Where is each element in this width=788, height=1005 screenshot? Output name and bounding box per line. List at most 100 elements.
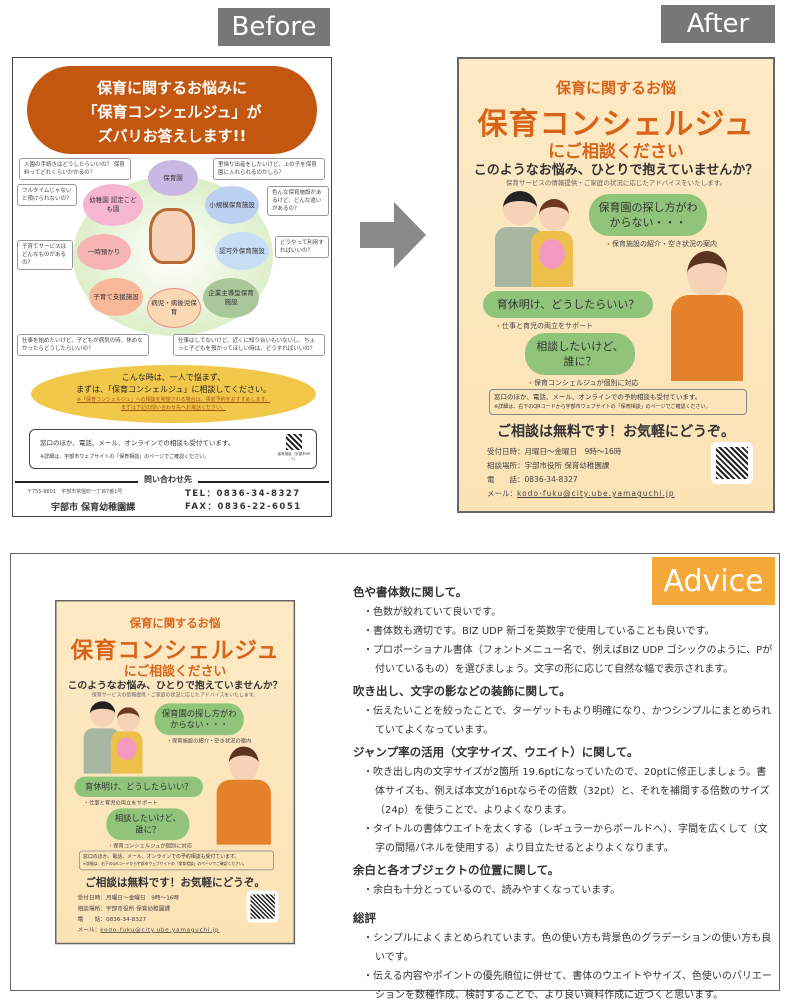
question: どうやって利用すればいいの？ [275, 236, 329, 258]
advice-item-text: プロポーショナル書体（フォントメニュー名で、例えばBIZ UDP ゴシックのよう… [373, 645, 773, 675]
advice-item-text: タイトルの書体ウエイトを太くする（レギュラーからボールドへ）、字間を広くして（文… [373, 824, 768, 854]
info-note: ※詳細は、右下のQRコードから宇部市ウェブサイトの「保育相談」のページでご確認く… [494, 404, 711, 410]
advice-item: ・プロポーショナル書体（フォントメニュー名で、例えばBIZ UDP ゴシックのよ… [363, 645, 773, 675]
ellipse-line: まずは、「保育コンシェルジュ」に相談してください。 [76, 385, 271, 394]
point-2: ・仕事と育児の両立をサポート [83, 800, 158, 807]
advice-item: ・伝えたいことを絞ったことで、ターゲットもより明確になり、かつシンプルにまとめら… [363, 706, 772, 736]
advice-poster-thumbnail: 保育に関するお悩 保育コンシェルジュ にご相談ください このようなお悩み、ひとり… [55, 600, 296, 945]
point-3: ・保育コンシェルジュが個別に対応 [527, 379, 639, 387]
poster-question: このようなお悩み、ひとりで抱えていませんか？ [67, 680, 283, 692]
point-text: 仕事と育児の両立をサポート [502, 322, 593, 330]
advice-item-text: シンプルによくまとめられています。色の使い方も背景色のグラデーションの使い方も良… [373, 933, 772, 963]
advice-item-text: 余白も十分とっているので、読みやすくなっています。 [373, 885, 621, 896]
ellipse-line: こんな時は、一人で悩まず、 [121, 373, 226, 382]
qr-code[interactable] [711, 442, 753, 484]
consult-ellipse: こんな時は、一人で悩まず、 まずは、「保育コンシェルジュ」に相談してください。 … [31, 365, 316, 423]
point-1: ・保育施設の紹介・空き状況の案内 [605, 240, 717, 248]
point-text: 仕事と育児の両立をサポート [88, 800, 158, 807]
after-poster: 保育に関するお悩 保育コンシェルジュ にご相談ください このようなお悩み、ひとり… [457, 57, 775, 513]
after-label: After [661, 5, 775, 43]
advice-item: ・余白も十分とっているので、読みやすくなっています。 [363, 885, 621, 896]
bubble-hoikuen: 保育園 [148, 160, 198, 196]
question: 里帰り出産をしたいけど、上の子を保育園に入れられるのかしら？ [213, 158, 325, 180]
advice-item: ・吹き出し内の文字サイズが2箇所 19.6ptになっていたので、20ptに修正し… [363, 767, 770, 816]
info-note: ※詳細は、宇部市ウェブサイトの「保育相談」のページでご確認ください。 [40, 454, 210, 460]
mother-illustration [539, 199, 569, 231]
headline-line: 保育に関するお悩みに [96, 79, 247, 97]
info-line: 窓口のほか、電話、メール、オンラインでの予約相談も受付ています。 [82, 853, 240, 860]
mother-illustration [116, 707, 140, 732]
advice-item: ・書体数も適切です。BIZ UDP 新ゴを英数字で使用していることも良いです。 [363, 626, 715, 637]
fax: FAX：0836-22-6051 [185, 502, 302, 512]
bubble-small: 小規模保育施設 [205, 186, 259, 224]
advice-section-heading: ジャンプ率の活用（文字サイズ、ウエイト）に関して。 [353, 745, 639, 759]
mail-label: メール： [77, 926, 101, 933]
advice-item-text: 伝えたいことを絞ったことで、ターゲットもより明確になり、かつシンプルにまとめられ… [373, 706, 772, 736]
contact-info: 受付日時：月曜日～金曜日 9時～16時 相談場所：宇部市役所 保育幼稚園課 電 … [78, 893, 220, 935]
qr-code[interactable] [286, 434, 302, 450]
place: 相談場所：宇部市役所 保育幼稚園課 [487, 461, 610, 470]
concierge-body [216, 779, 271, 845]
question: フルタイムじゃないと預けられないの？ [17, 184, 77, 206]
contact-info: 受付日時：月曜日～金曜日 9時～16時 相談場所：宇部市役所 保育幼稚園課 電 … [487, 445, 675, 501]
info-box: 窓口のほか、電話、メール、オンラインでの相談も受付ています。 ※詳細は、宇部市ウ… [29, 429, 317, 469]
info-box: 窓口のほか、電話、メール、オンラインでの予約相談も受付ています。 ※詳細は、右下… [489, 389, 747, 415]
advice-section-heading: 色や書体数に関して。 [353, 585, 468, 599]
info-line: 窓口のほか、電話、メール、オンラインでの相談も受付ています。 [40, 439, 235, 447]
baby-illustration [539, 239, 565, 269]
before-headline: 保育に関するお悩みに 「保育コンシェルジュ」が ズバリお答えします!! [27, 66, 317, 154]
advice-list: ・シンプルによくまとめられています。色の使い方も背景色のグラデーションの使い方も… [353, 929, 773, 1005]
ellipse-note: ※「保育コンシェルジュ」への相談を希望される場合は、事前予約をおすすめします。 [76, 397, 271, 403]
advice-item-text: 吹き出し内の文字サイズが2箇所 19.6ptになっていたので、20ptに修正しま… [373, 767, 770, 816]
speech-bubble: 保育園の探し方がわからない・・・ [589, 194, 707, 236]
advice-list: ・色数が絞れていて良いです。・書体数も適切です。BIZ UDP 新ゴを英数字で使… [353, 603, 773, 679]
advice-label: Advice [652, 557, 775, 605]
phone: 電 話：0836-34-8327 [487, 475, 578, 484]
speech-bubble: 育休明け、どうしたらいい？ [483, 291, 653, 318]
concierge-illustration [687, 251, 727, 297]
point-3: ・保育コンシェルジュが個別に対応 [107, 843, 193, 850]
mail-link[interactable]: kodo-fuku@city.ube.yamaguchi.jp [100, 926, 220, 933]
advice-list: ・伝えたいことを絞ったことで、ターゲットもより明確になり、かつシンプルにまとめら… [353, 702, 773, 740]
speech-bubble: 相談したいけど、誰に？ [106, 808, 190, 841]
question: 色んな保育施設があるけど、どんな違いがあるの？ [267, 186, 329, 216]
mail-label: メール： [487, 489, 517, 498]
question: 仕事を始めたいけど、子どもが病気の時、休めなかったらどうしたらいいの？ [17, 334, 149, 356]
tel: TEL：0836-34-8327 [185, 489, 301, 499]
speech-bubble: 保育園の探し方がわからない・・・ [154, 703, 244, 736]
qr-code[interactable] [246, 890, 279, 923]
qr-caption: 保育相談（宇部市HPへ） [277, 452, 311, 461]
mail-link[interactable]: kodo-fuku@city.ube.yamaguchi.jp [517, 489, 675, 498]
before-label: Before [218, 8, 330, 46]
contact-heading: 問い合わせ先 [138, 474, 198, 485]
headline-line: 「保育コンシェルジュ」が [82, 103, 262, 121]
speech-bubble: 育休明け、どうしたらいい？ [74, 776, 203, 798]
point-text: 保育コンシェルジュが個別に対応 [113, 843, 193, 850]
advice-list: ・余白も十分とっているので、読みやすくなっています。 [353, 881, 773, 900]
poster-description: 保育サービスの情報提供・ご家庭の状況に応じたアドバイスをいたします。 [91, 692, 259, 699]
point-text: 保育施設の紹介・空き状況の案内 [172, 738, 252, 745]
ellipse-note: まずは下記の問い合わせ先へお電話ください。 [120, 405, 226, 411]
advice-text: 色や書体数に関して。・色数が絞れていて良いです。・書体数も適切です。BIZ UD… [353, 580, 773, 1005]
bubble-temporary: 一時預かり [77, 234, 131, 270]
advice-section-heading: 余白と各オブジェクトの位置に関して。 [353, 863, 560, 877]
mother-child-illustration [149, 208, 195, 264]
department: 宇部市 保育幼稚園課 [51, 503, 136, 513]
question: 入園の手続きはどうしたらいいの？ 保育料ってどれくらいかかるの？ [19, 158, 131, 180]
father-illustration [89, 701, 116, 727]
hours: 受付日時：月曜日～金曜日 9時～16時 [487, 447, 622, 456]
point-1: ・保育施設の紹介・空き状況の案内 [166, 738, 252, 745]
advice-item-text: 伝える内容やポイントの優先順位に併せて、書体のウエイトやサイズ、色使いのバリエー… [373, 971, 772, 1001]
before-poster: 保育に関するお悩みに 「保育コンシェルジュ」が ズバリお答えします!! 保育園 … [12, 57, 332, 517]
advice-item: ・伝える内容やポイントの優先順位に併せて、書体のウエイトやサイズ、色使いのバリエ… [363, 971, 772, 1001]
free-consult-text: ご相談は無料です！お気軽にどうぞ。 [85, 877, 265, 890]
concierge-illustration [228, 746, 259, 782]
speech-bubble: 相談したいけど、誰に？ [525, 333, 635, 375]
bubble-unlicensed: 認可外保育施設 [215, 232, 269, 270]
point-text: 保育コンシェルジュが個別に対応 [534, 379, 639, 387]
poster-kicker: 保育に関するお悩 [555, 79, 676, 97]
advice-section-heading: 総評 [353, 911, 376, 925]
place: 相談場所：宇部市役所 保育幼稚園課 [77, 905, 171, 912]
advice-section-heading: 吹き出し、文字の影などの装飾に関して。 [353, 684, 571, 698]
arrow-right-icon [360, 202, 426, 268]
